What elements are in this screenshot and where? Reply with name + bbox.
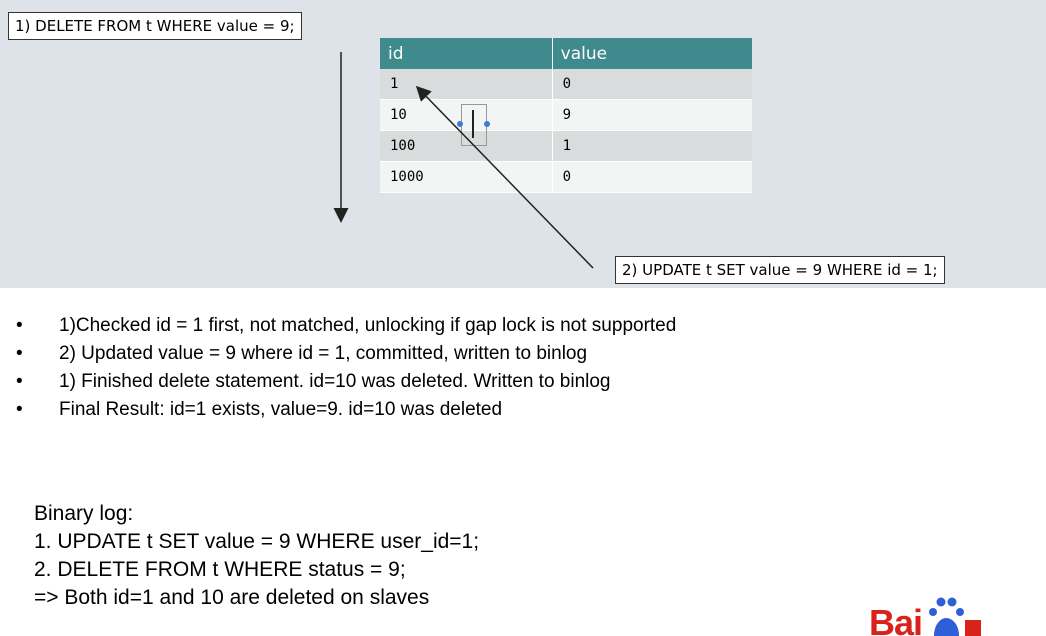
cell-id: 1: [380, 69, 553, 100]
column-header-id: id: [380, 38, 553, 69]
baidu-logo: Bai: [865, 590, 1046, 636]
list-item: Final Result: id=1 exists, value=9. id=1…: [16, 396, 676, 424]
arrow-overlay: [333, 52, 594, 269]
data-table: id value 1 0 10 9 100 1 1000 0: [380, 38, 752, 193]
binlog-title: Binary log:: [34, 502, 134, 525]
logo-text: Bai: [869, 602, 923, 636]
cell-value: 9: [552, 99, 752, 131]
paw-icon: [929, 597, 981, 636]
diagram-figure: 1) DELETE FROM t WHERE value = 9; id val…: [0, 0, 1046, 288]
binary-log-section: Binary log: 1. UPDATE t SET value = 9 WH…: [34, 500, 479, 612]
selection-handle-left: [457, 121, 463, 127]
bullet-list: 1)Checked id = 1 first, not matched, unl…: [16, 312, 676, 424]
cell-value: 0: [552, 69, 752, 100]
binlog-line: 1. UPDATE t SET value = 9 WHERE user_id=…: [34, 530, 480, 553]
text-cursor: [472, 110, 474, 138]
cell-value: 0: [552, 161, 752, 193]
table-row: 1000 0: [380, 161, 752, 193]
list-item: 1)Checked id = 1 first, not matched, unl…: [16, 312, 676, 340]
cell-value: 1: [552, 130, 752, 162]
list-item: 2) Updated value = 9 where id = 1, commi…: [16, 340, 676, 368]
selection-handle-right: [484, 121, 490, 127]
binlog-line: 2. DELETE FROM t WHERE status = 9;: [34, 558, 406, 581]
table-header-row: id value: [380, 38, 752, 69]
table-row: 100 1: [380, 130, 752, 162]
list-item: 1) Finished delete statement. id=10 was …: [16, 368, 676, 396]
column-header-value: value: [552, 38, 752, 69]
table-row: 1 0: [380, 69, 752, 100]
delete-statement-box: 1) DELETE FROM t WHERE value = 9;: [8, 12, 302, 40]
diagonal-arrow: [415, 85, 594, 269]
update-statement-box: 2) UPDATE t SET value = 9 WHERE id = 1;: [615, 256, 945, 284]
cell-id: 100: [380, 130, 553, 162]
cell-id: 1000: [380, 161, 553, 193]
binlog-line: => Both id=1 and 10 are deleted on slave…: [34, 586, 430, 609]
